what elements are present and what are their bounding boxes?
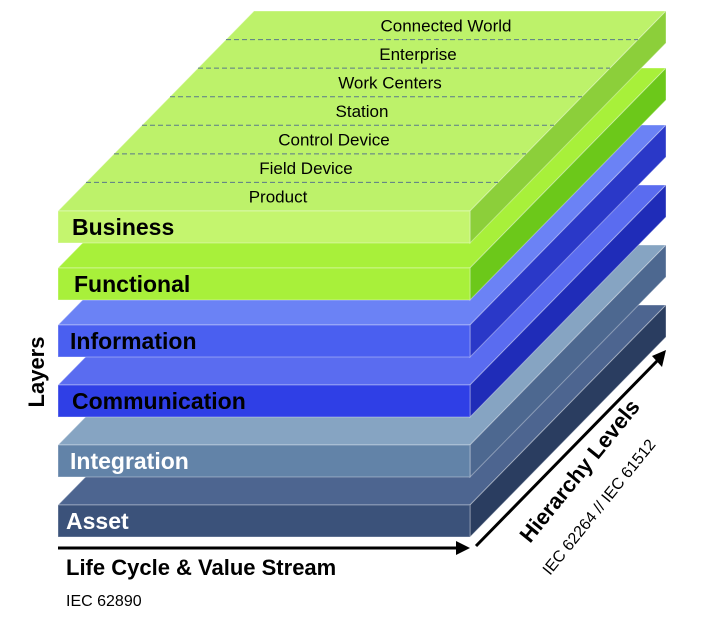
lifecycle-axis-standard: IEC 62890 [66,593,142,610]
lifecycle-arrow-head [456,541,470,555]
hierarchy-arrow-head [652,350,666,367]
lifecycle-axis-title: Life Cycle & Value Stream [66,555,336,580]
layers-axis-title: Layers [24,337,49,408]
hierarchy-level-label: Enterprise [379,45,456,64]
hierarchy-level-label: Station [336,102,389,121]
layer-label: Communication [72,388,246,414]
layer-label: Integration [70,448,189,474]
layer-front-face [57,504,471,538]
hierarchy-level-label: Product [249,188,308,207]
layer-business: Business [56,9,668,245]
layer-front-face [57,444,471,478]
layer-label: Business [72,214,174,240]
layer-label: Functional [74,271,190,297]
hierarchy-level-label: Connected World [380,16,511,35]
hierarchy-axis-arrow [474,358,660,548]
layer-label: Asset [66,508,129,534]
layer-label: Information [70,328,197,354]
hierarchy-level-label: Work Centers [338,73,442,92]
hierarchy-level-label: Field Device [259,159,353,178]
hierarchy-level-label: Control Device [278,131,390,150]
layer-front-face [57,267,471,301]
layer-front-face [57,210,471,244]
layer-front-face [57,384,471,418]
hierarchy-level-grid: Product Field Device Control Device Station… [86,16,638,207]
layer-slabs: Asset Integration Communication Information… [56,9,668,539]
layer-front-face [57,324,471,358]
